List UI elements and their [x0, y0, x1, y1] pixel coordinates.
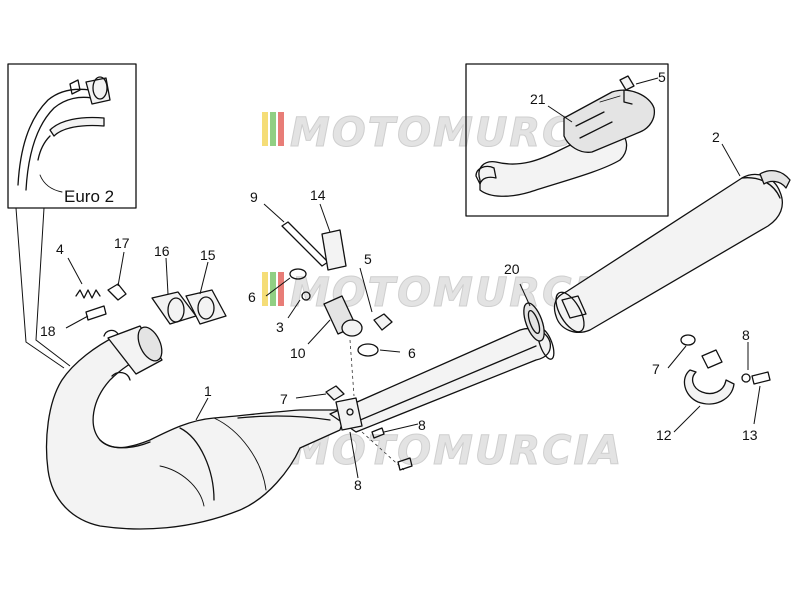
callout-21: 21	[530, 91, 546, 107]
callout-2: 2	[712, 129, 720, 145]
expansion-chamber	[45, 335, 347, 530]
callout-16: 16	[154, 243, 170, 259]
gasket-part	[185, 289, 227, 325]
inset-euro2-frame	[7, 63, 137, 209]
clamp-part	[701, 349, 723, 369]
washer-part	[357, 343, 379, 357]
callout-12: 12	[656, 427, 672, 443]
inset-connector-line	[35, 207, 71, 367]
washer-part	[289, 268, 307, 280]
callout-7b: 7	[652, 361, 660, 377]
silencer	[553, 169, 791, 333]
link-pipe-bracket	[335, 397, 363, 431]
leader-lines	[65, 77, 761, 479]
callout-1: 1	[204, 383, 212, 399]
long-bolt-part	[281, 221, 329, 267]
alt-silencer-drawing	[475, 75, 656, 197]
nut-part	[373, 313, 393, 331]
euro2-header-pipe-drawing	[17, 76, 111, 193]
bracket-plate-part	[321, 229, 347, 271]
watermark-stripe-red	[278, 272, 284, 306]
collar-part	[341, 319, 363, 337]
callout-20: 20	[504, 261, 520, 277]
callout-5a: 5	[658, 69, 666, 85]
callout-6a: 6	[248, 289, 256, 305]
nut-part	[680, 334, 696, 346]
silencer-gasket	[523, 302, 545, 342]
bolt-part	[85, 305, 107, 321]
inset-alt-silencer-frame	[465, 63, 669, 217]
callouts: 1 2 3 4 5 5 6 6 7 7 8 8 8 9 10 12 13 14 …	[40, 69, 758, 493]
callout-5b: 5	[364, 251, 372, 267]
watermark-stripe-red	[278, 112, 284, 146]
spring-part	[75, 289, 101, 299]
nut-part	[325, 385, 345, 401]
watermark-stripe-yellow	[262, 272, 268, 306]
washer-part	[371, 427, 385, 439]
callout-15: 15	[200, 247, 216, 263]
callout-17: 17	[114, 235, 130, 251]
bolt-part	[751, 371, 771, 385]
callout-8c: 8	[742, 327, 750, 343]
header-flange	[103, 325, 163, 381]
inset-connector-line	[15, 207, 65, 369]
header-clamp-parts	[75, 283, 227, 325]
lower-fasteners	[325, 385, 413, 471]
callout-14: 14	[310, 187, 326, 203]
mount-bracket-parts	[281, 221, 405, 471]
bolt-part	[397, 457, 413, 471]
watermark-stripe-yellow	[262, 112, 268, 146]
clip-part	[107, 283, 127, 301]
callout-9: 9	[250, 189, 258, 205]
link-pipe	[329, 327, 555, 433]
callout-4: 4	[56, 241, 64, 257]
callout-13: 13	[742, 427, 758, 443]
watermark-text: MOTOMURCIA	[290, 428, 623, 474]
callout-18: 18	[40, 323, 56, 339]
clamp-parts	[680, 334, 771, 405]
assembly-axis	[349, 339, 355, 397]
callout-6b: 6	[408, 345, 416, 361]
nut-part	[301, 291, 311, 301]
clamp-part	[683, 369, 735, 405]
watermark-stripe-green	[270, 112, 276, 146]
callout-7a: 7	[280, 391, 288, 407]
inset-euro2: Euro 2	[7, 63, 137, 209]
washer-part	[741, 373, 751, 383]
inset-alt-silencer	[465, 63, 669, 217]
callout-8b: 8	[354, 477, 362, 493]
inset-euro2-label: Euro 2	[64, 187, 114, 206]
watermark-bottom: MOTOMURCIA	[262, 428, 623, 475]
callout-8a: 8	[418, 417, 426, 433]
callout-3: 3	[276, 319, 284, 335]
callout-10: 10	[290, 345, 306, 361]
watermark-stripe-green	[270, 272, 276, 306]
